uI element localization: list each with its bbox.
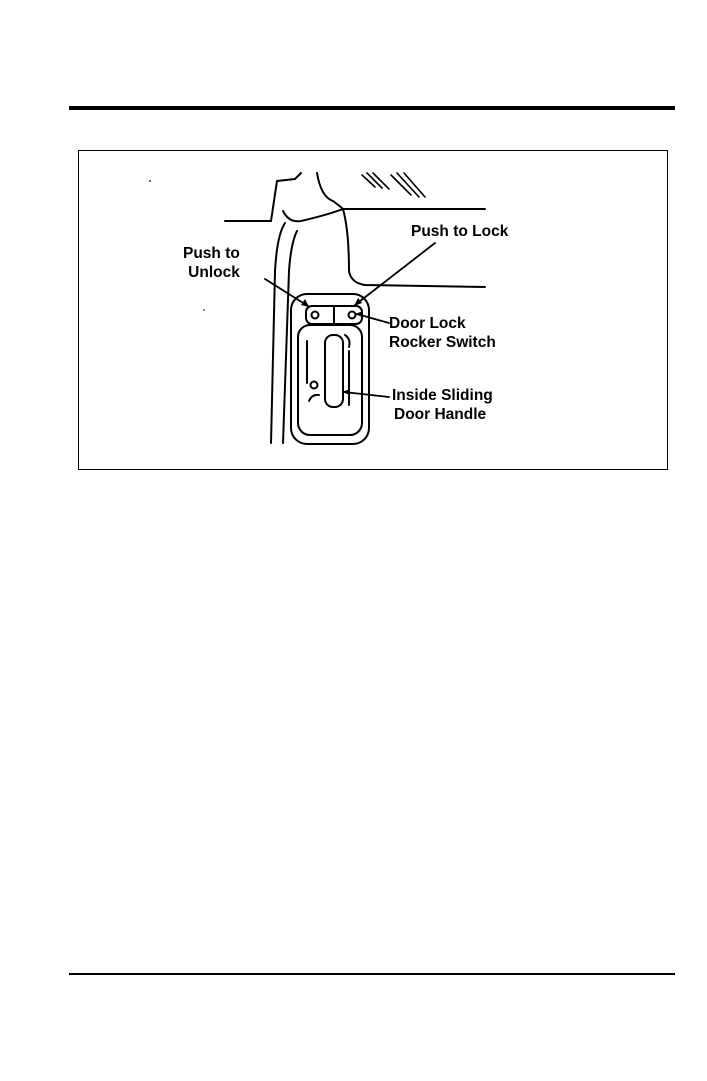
glass-hatch-lines bbox=[362, 173, 425, 197]
footer-rule bbox=[69, 973, 675, 975]
header-rule bbox=[69, 106, 675, 110]
label-line: Rocker Switch bbox=[389, 333, 496, 352]
label-door-lock-rocker-switch: Door Lock Rocker Switch bbox=[389, 314, 496, 352]
window-frame-lines bbox=[225, 173, 485, 221]
label-push-to-lock: Push to Lock bbox=[411, 222, 508, 241]
door-lock-assembly bbox=[291, 294, 369, 444]
label-line: Push to bbox=[183, 244, 240, 263]
sliding-door-illustration bbox=[79, 151, 667, 469]
label-line: Unlock bbox=[183, 263, 240, 282]
label-line: Door Handle bbox=[392, 405, 493, 424]
label-line: Door Lock bbox=[389, 314, 496, 333]
label-inside-sliding-door-handle: Inside Sliding Door Handle bbox=[392, 386, 493, 424]
label-line: Inside Sliding bbox=[392, 386, 493, 405]
door-lock-figure: Push to Unlock Push to Lock Door Lock Ro… bbox=[78, 150, 668, 470]
label-push-to-unlock: Push to Unlock bbox=[183, 244, 240, 282]
